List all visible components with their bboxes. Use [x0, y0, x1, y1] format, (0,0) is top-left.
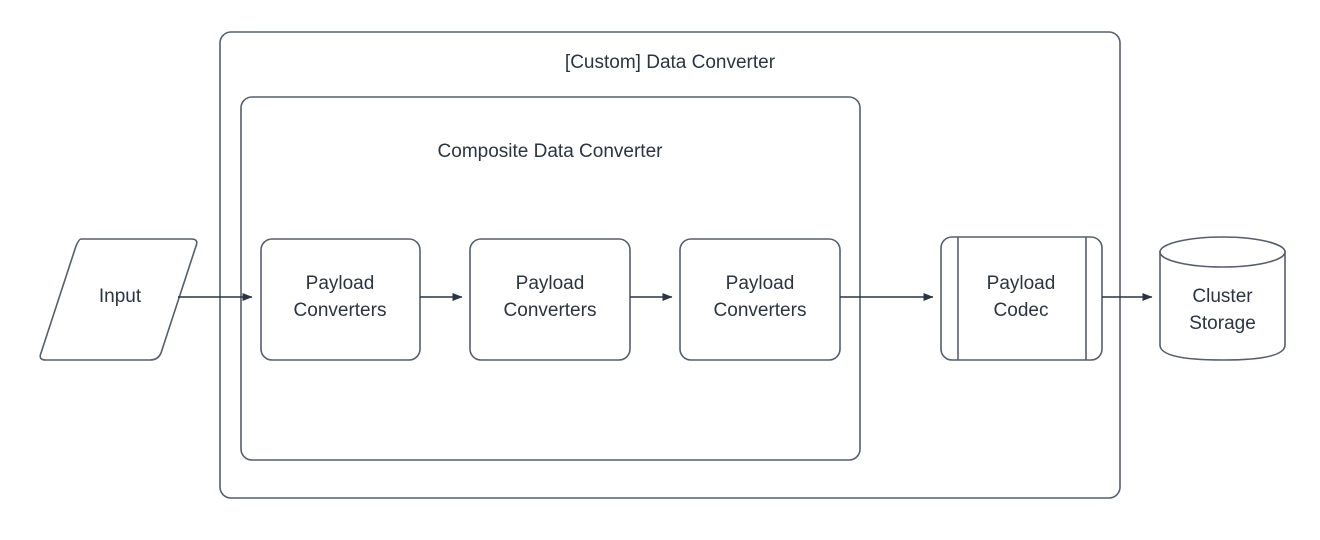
- node-payload-converters-2[interactable]: Payload Converters: [469, 238, 631, 361]
- node-cluster-storage[interactable]: Cluster Storage: [1159, 236, 1286, 361]
- node-payload-codec-label-line2: Codec: [994, 300, 1049, 321]
- node-payload-codec-label-line1: Payload: [987, 273, 1056, 294]
- container-custom-data-converter-label: [Custom] Data Converter: [565, 52, 776, 73]
- node-cluster-storage-label-line2: Storage: [1189, 313, 1256, 334]
- cluster-storage-top-ellipse: [1159, 236, 1286, 268]
- node-payload-converters-2-label-line1: Payload: [516, 273, 585, 294]
- node-payload-converters-3-label-line2: Converters: [714, 300, 807, 321]
- node-payload-converters-1-label-line2: Converters: [294, 300, 387, 321]
- node-payload-converters-3-label-line1: Payload: [726, 273, 795, 294]
- container-composite-data-converter-label: Composite Data Converter: [438, 141, 664, 162]
- node-payload-converters-1[interactable]: Payload Converters: [260, 238, 421, 361]
- node-payload-converters-2-label-line2: Converters: [504, 300, 597, 321]
- node-cluster-storage-label-line1: Cluster: [1192, 286, 1253, 307]
- node-payload-converters-1-label-line1: Payload: [306, 273, 375, 294]
- node-input-label: Input: [99, 286, 142, 307]
- node-payload-converters-3[interactable]: Payload Converters: [679, 238, 841, 361]
- node-payload-codec[interactable]: Payload Codec: [940, 236, 1103, 361]
- node-input[interactable]: Input: [39, 238, 198, 361]
